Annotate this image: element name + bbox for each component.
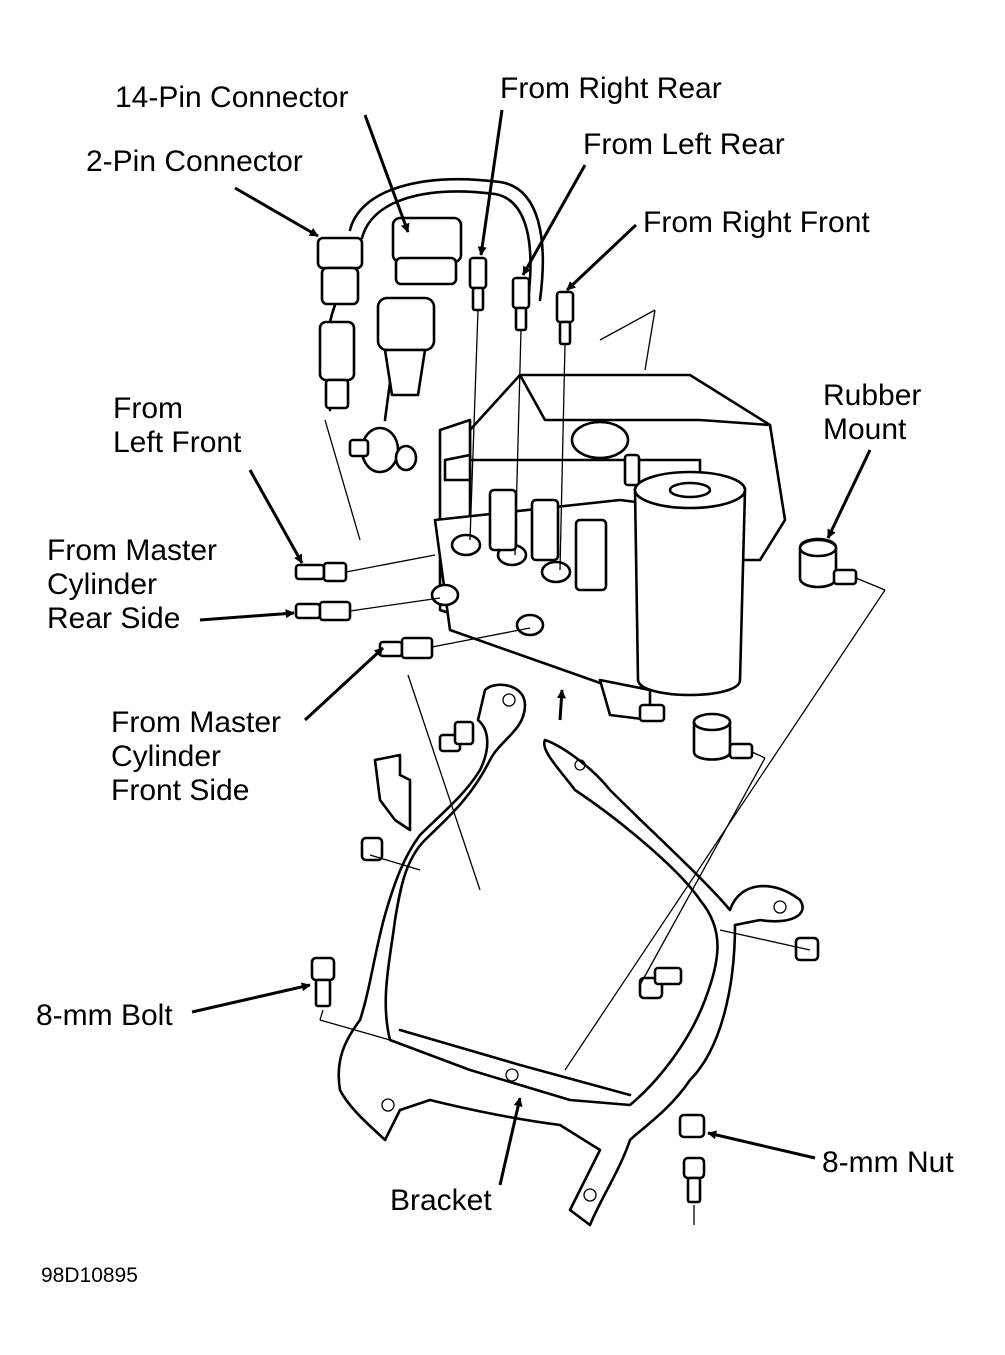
figure-code: 98D10895 (41, 1264, 138, 1287)
bracket (337, 683, 804, 1227)
label-from-left-front-line2: Left Front (113, 426, 242, 459)
alignment-lines (319, 309, 886, 1225)
label-master-front-line3: Front Side (111, 774, 250, 807)
label-from-right-front: From Right Front (643, 206, 870, 239)
label-master-rear-line3: Rear Side (47, 602, 181, 635)
two-pin-connector (316, 236, 364, 410)
label-rubber-mount-line1: Rubber (823, 379, 922, 412)
label-from-left-rear: From Left Rear (583, 128, 785, 161)
label-14-pin-connector: 14-Pin Connector (115, 81, 349, 114)
label-master-front-line1: From Master (111, 706, 282, 739)
label-master-rear-line1: From Master (47, 534, 218, 567)
brake-line-fittings-top (468, 256, 575, 346)
label-8mm-nut: 8-mm Nut (822, 1146, 954, 1179)
label-from-left-front-line1: From (113, 392, 183, 425)
fourteen-pin-connector (376, 216, 463, 397)
label-master-front-line2: Cylinder (111, 740, 222, 773)
leader-arrows (191, 109, 872, 1186)
label-bracket: Bracket (390, 1184, 492, 1217)
label-master-rear-line2: Cylinder (47, 568, 158, 601)
label-rubber-mount-line2: Mount (823, 413, 907, 446)
modulator-unit (348, 373, 787, 723)
label-2-pin-connector: 2-Pin Connector (86, 145, 303, 178)
rubber-mounts (692, 537, 858, 761)
brake-line-fittings-side (294, 561, 434, 660)
label-8mm-bolt: 8-mm Bolt (36, 999, 173, 1032)
label-from-right-rear: From Right Rear (500, 72, 722, 105)
